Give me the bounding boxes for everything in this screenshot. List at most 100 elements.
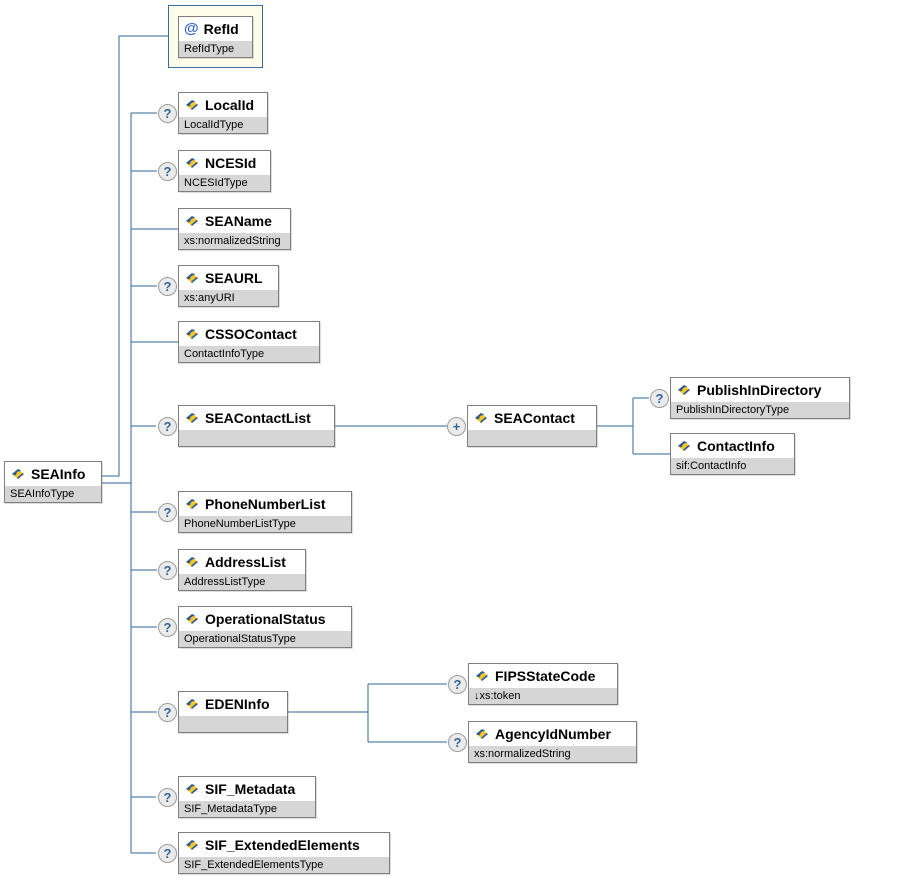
node-label: CSSOContact xyxy=(205,326,297,342)
node-name-row: NCESId xyxy=(179,151,270,175)
element-icon xyxy=(473,412,489,424)
schema-node-seainfo[interactable]: SEAInfo SEAInfoType xyxy=(4,461,102,503)
optional-occurrence-icon: ? xyxy=(158,277,177,296)
element-icon xyxy=(184,99,200,111)
schema-node-ncesid[interactable]: NCESId NCESIdType ? xyxy=(158,150,271,192)
schema-node-publishindirectory[interactable]: PublishInDirectory PublishInDirectoryTyp… xyxy=(650,377,850,419)
node-label: NCESId xyxy=(205,155,257,171)
node-type: xs:normalizedString xyxy=(469,746,636,762)
schema-node-addresslist[interactable]: AddressList AddressListType ? xyxy=(158,549,306,591)
schema-node-edeninfo[interactable]: EDENInfo ? xyxy=(158,691,288,733)
element-icon xyxy=(184,839,200,851)
node-type: xs:normalizedString xyxy=(179,233,290,249)
schema-node-fipsstatecode[interactable]: FIPSStateCode ↓xs:token ? xyxy=(448,663,618,705)
schema-node-agencyidnumber[interactable]: AgencyIdNumber xs:normalizedString ? xyxy=(448,721,637,763)
schema-node-cssocontact[interactable]: CSSOContact ContactInfoType xyxy=(178,321,320,363)
schema-node-operationalstatus[interactable]: OperationalStatus OperationalStatusType … xyxy=(158,606,352,648)
optional-occurrence-icon: ? xyxy=(158,503,177,522)
node-label: EDENInfo xyxy=(205,696,270,712)
node-label: ContactInfo xyxy=(697,438,775,454)
attribute-box-refid[interactable]: @ RefId RefIdType xyxy=(168,5,263,68)
element-icon xyxy=(184,412,200,424)
node-type: SEAInfoType xyxy=(5,486,101,502)
optional-occurrence-icon: ? xyxy=(650,389,669,408)
element-icon xyxy=(474,728,490,740)
element-icon xyxy=(676,440,692,452)
schema-node-seacontact[interactable]: SEAContact + xyxy=(447,405,597,447)
element-icon xyxy=(184,215,200,227)
node-name-row: CSSOContact xyxy=(179,322,319,346)
node-type: ContactInfoType xyxy=(179,346,319,362)
node-type: ↓xs:token xyxy=(469,688,617,704)
node-name-row: SEAURL xyxy=(179,266,278,290)
optional-occurrence-icon: ? xyxy=(158,104,177,123)
node-name-row: LocalId xyxy=(179,93,267,117)
optional-occurrence-icon: ? xyxy=(158,561,177,580)
schema-node-localid[interactable]: LocalId LocalIdType ? xyxy=(158,92,268,134)
node-label: AddressList xyxy=(205,554,286,570)
schema-node-phonenumberlist[interactable]: PhoneNumberList PhoneNumberListType ? xyxy=(158,491,352,533)
node-type: RefIdType xyxy=(179,40,252,57)
node-label: SIF_ExtendedElements xyxy=(205,837,360,853)
node-type: PhoneNumberListType xyxy=(179,516,351,532)
node-type xyxy=(179,716,287,732)
node-type: PublishInDirectoryType xyxy=(671,402,849,418)
optional-occurrence-icon: ? xyxy=(448,733,467,752)
element-icon xyxy=(184,272,200,284)
node-name-row: EDENInfo xyxy=(179,692,287,716)
node-name-row: AgencyIdNumber xyxy=(469,722,636,746)
schema-node-seaname[interactable]: SEAName xs:normalizedString xyxy=(178,208,291,250)
schema-node-refid[interactable]: @ RefId RefIdType xyxy=(178,15,253,58)
optional-occurrence-icon: ? xyxy=(448,675,467,694)
optional-occurrence-icon: ? xyxy=(158,618,177,637)
optional-occurrence-icon: ? xyxy=(158,788,177,807)
node-type: xs:anyURI xyxy=(179,290,278,306)
element-icon xyxy=(184,783,200,795)
node-name-row: SIF_Metadata xyxy=(179,777,315,801)
schema-node-seacontactlist[interactable]: SEAContactList ? xyxy=(158,405,335,447)
node-name-row: PhoneNumberList xyxy=(179,492,351,516)
node-type xyxy=(179,430,334,446)
node-name-row: SEAInfo xyxy=(5,462,101,486)
node-name-row: AddressList xyxy=(179,550,305,574)
node-type: sif:ContactInfo xyxy=(671,458,794,474)
element-icon xyxy=(184,328,200,340)
schema-node-seaurl[interactable]: SEAURL xs:anyURI ? xyxy=(158,265,279,307)
optional-occurrence-icon: ? xyxy=(158,417,177,436)
optional-occurrence-icon: ? xyxy=(158,703,177,722)
node-name-row: SEAContactList xyxy=(179,406,334,430)
node-type: OperationalStatusType xyxy=(179,631,351,647)
node-label: PhoneNumberList xyxy=(205,496,326,512)
node-label: SEAContact xyxy=(494,410,575,426)
node-name-row: SEAName xyxy=(179,209,290,233)
node-name-row: PublishInDirectory xyxy=(671,378,849,402)
node-name-row: @ RefId xyxy=(179,16,252,41)
node-label: SIF_Metadata xyxy=(205,781,296,797)
schema-node-sif_extendedelements[interactable]: SIF_ExtendedElements SIF_ExtendedElement… xyxy=(158,832,390,874)
node-type: LocalIdType xyxy=(179,117,267,133)
node-name-row: ContactInfo xyxy=(671,434,794,458)
element-icon xyxy=(184,498,200,510)
node-label: AgencyIdNumber xyxy=(495,726,611,742)
node-name-row: SIF_ExtendedElements xyxy=(179,833,389,857)
attribute-at-icon: @ xyxy=(184,20,199,37)
schema-node-sif_metadata[interactable]: SIF_Metadata SIF_MetadataType ? xyxy=(158,776,316,818)
node-name-row: FIPSStateCode xyxy=(469,664,617,688)
node-type: SIF_MetadataType xyxy=(179,801,315,817)
element-icon xyxy=(184,698,200,710)
element-icon xyxy=(676,384,692,396)
node-name-row: SEAContact xyxy=(468,406,596,430)
repeat-occurrence-icon: + xyxy=(447,417,466,436)
schema-node-contactinfo[interactable]: ContactInfo sif:ContactInfo xyxy=(670,433,795,475)
node-name-row: OperationalStatus xyxy=(179,607,351,631)
node-label: SEAURL xyxy=(205,270,263,286)
element-icon xyxy=(474,670,490,682)
node-type: NCESIdType xyxy=(179,175,270,191)
node-type: SIF_ExtendedElementsType xyxy=(179,857,389,873)
node-type xyxy=(468,430,596,446)
optional-occurrence-icon: ? xyxy=(158,162,177,181)
node-label: SEAInfo xyxy=(31,466,86,482)
element-icon xyxy=(184,157,200,169)
node-label: RefId xyxy=(203,20,239,37)
